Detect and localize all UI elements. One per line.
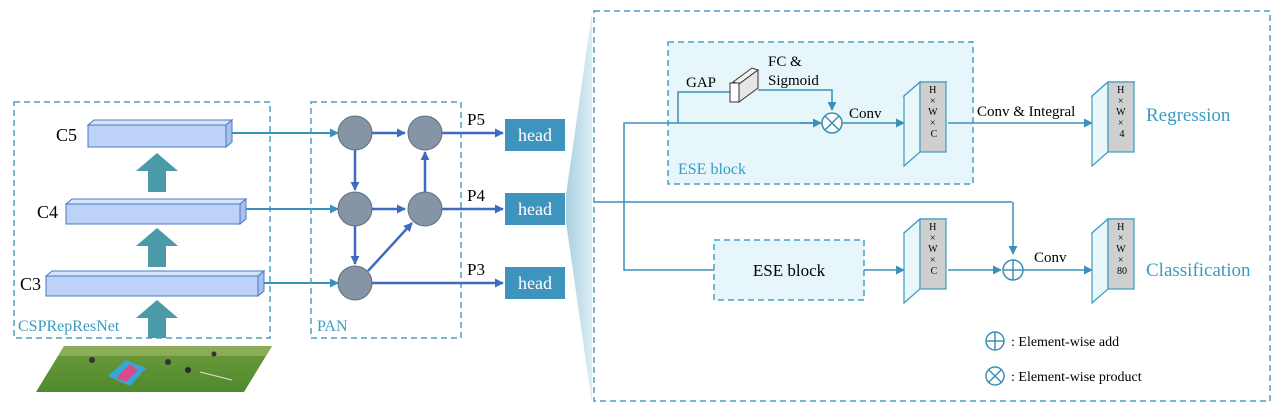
pan-section: PAN P5 P4 P3 <box>310 101 504 339</box>
head-box-p3 <box>505 267 565 299</box>
element-wise-product-symbol <box>821 112 843 134</box>
pan-node-p3 <box>337 265 373 301</box>
pan-name: PAN <box>317 318 348 335</box>
pan-node-p4-in <box>337 191 373 227</box>
backbone-frame <box>13 101 271 339</box>
input-image <box>36 346 272 392</box>
c5-feature-bar <box>86 118 234 149</box>
pan-node-p4-out <box>407 191 443 227</box>
regression-feature-map <box>902 80 948 168</box>
c4-label: C4 <box>37 202 58 222</box>
gap-label: GAP <box>686 75 716 91</box>
backbone-name: CSPRepResNet <box>18 318 120 335</box>
ese-block-bottom-label: ESE block <box>753 261 826 280</box>
head-box-p5-label: head <box>518 125 552 145</box>
fc-vector-box <box>729 67 760 103</box>
up-arrow-c3-c4 <box>136 228 178 267</box>
regression-feat-dims: H × W × C <box>928 85 940 140</box>
head-box-p5 <box>505 119 565 151</box>
conv-integral-label: Conv & Integral <box>977 104 1075 120</box>
c3-label: C3 <box>20 274 41 294</box>
c5-label: C5 <box>56 125 77 145</box>
p5-label: P5 <box>467 110 485 129</box>
head-boxes: head head head <box>505 119 565 299</box>
p3-label: P3 <box>467 260 485 279</box>
regression-title: Regression <box>1146 105 1231 126</box>
conv-label-top: Conv <box>849 106 882 122</box>
conv-label-bottom: Conv <box>1034 250 1067 266</box>
pan-frame <box>310 101 462 339</box>
c4-feature-bar <box>64 197 248 226</box>
head-box-p3-label: head <box>518 273 552 293</box>
classification-title: Classification <box>1146 260 1251 281</box>
element-wise-add-symbol <box>1002 259 1024 281</box>
up-arrow-c4-c5 <box>136 153 178 192</box>
pan-node-p5-out <box>407 115 443 151</box>
classification-out-dims: H × W × 80 <box>1116 222 1128 277</box>
head-box-p4-label: head <box>518 199 552 219</box>
legend-product-icon <box>985 366 1005 386</box>
zoom-fan <box>566 12 592 404</box>
pan-node-p5-in <box>337 115 373 151</box>
up-arrow-input-c3 <box>136 300 178 338</box>
classification-output-map <box>1090 217 1136 305</box>
p4-label: P4 <box>467 186 485 205</box>
fc-sigmoid-label-line2: Sigmoid <box>768 73 819 89</box>
head-detail-section: ESE block GAP FC & Sigmoid Conv <box>593 10 1271 402</box>
spine-line <box>623 122 822 271</box>
classification-feat-dims: H × W × C <box>928 222 940 277</box>
pan-edge-p3-p4b <box>367 222 413 272</box>
ese-block-top-caption: ESE block <box>678 161 746 178</box>
legend-product-text: : Element-wise product <box>1011 370 1142 385</box>
c3-feature-bar <box>44 269 266 298</box>
ese-block-bottom <box>713 239 865 301</box>
backbone-section: C5 C4 C3 CSPRepResNet <box>13 101 339 392</box>
spine-to-gap <box>677 91 733 123</box>
regression-out-dims: H × W × 4 <box>1116 85 1128 140</box>
regression-output-map <box>1090 80 1136 168</box>
head-box-p4 <box>505 193 565 225</box>
legend-add-icon <box>985 331 1005 351</box>
legend-add-text: : Element-wise add <box>1011 335 1119 350</box>
classification-feature-map <box>902 217 948 305</box>
fc-to-product-line <box>758 89 837 111</box>
legend: : Element-wise add : Element-wise produc… <box>985 331 1142 386</box>
fc-sigmoid-label-line1: FC & <box>768 54 802 70</box>
head-detail-frame <box>593 10 1271 402</box>
